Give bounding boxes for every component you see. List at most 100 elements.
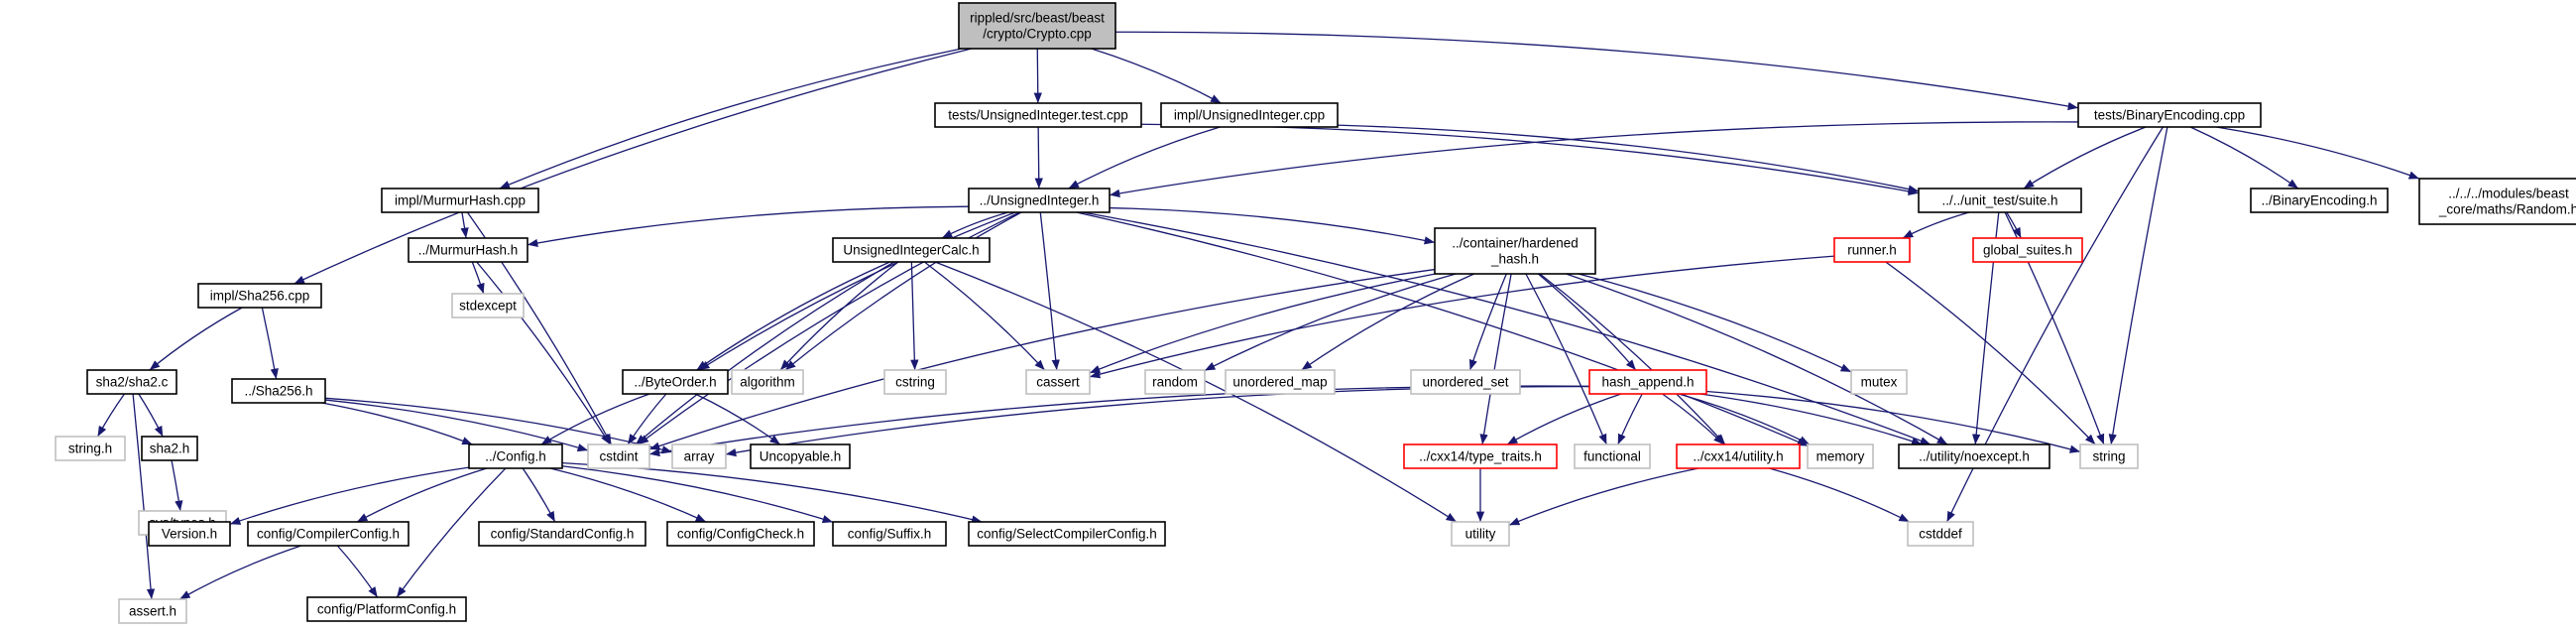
node-box	[731, 369, 804, 395]
node-label: ../BinaryEncoding.h	[2261, 193, 2377, 208]
node-label: cstring	[895, 375, 935, 390]
node-label: random	[1152, 375, 1198, 390]
node-box	[968, 521, 1166, 547]
dependency-edge-hardened_h-to-cassert	[1089, 273, 1436, 374]
dependency-edge-tests_binenc-to-random_h	[2216, 126, 2420, 180]
dependency-edge-runner_h-to-string	[1885, 261, 2096, 445]
node-mutex: mutex	[1850, 369, 1908, 395]
node-box	[1676, 443, 1801, 469]
node-uintcalc-h[interactable]: UnsignedIntegerCalc.h	[832, 237, 991, 263]
node-box	[451, 293, 525, 318]
dependency-edge-sha256_h-to-config_h	[321, 402, 473, 445]
dependency-edge-impl_uint-to-suite_h	[1337, 124, 1920, 193]
node-label: unordered_map	[1232, 375, 1327, 390]
node-label: ../cxx14/utility.h	[1693, 449, 1783, 464]
node-noexcept-h[interactable]: ../utility/noexcept.h	[1898, 443, 2050, 469]
node-box	[1907, 521, 1974, 547]
node-box	[2079, 443, 2139, 469]
node-cstdint: cstdint	[587, 443, 650, 469]
dependency-edge-hardened_h-to-cxx14_type_traits	[1479, 273, 1512, 445]
node-uncopyable-h[interactable]: Uncopyable.h	[750, 443, 851, 469]
node-byteorder-h[interactable]: ../ByteOrder.h	[622, 369, 729, 395]
node-crypto[interactable]: rippled/src/beast/beast/crypto/Crypto.cp…	[958, 2, 1116, 50]
node-cxx14-utility[interactable]: ../cxx14/utility.h	[1676, 443, 1801, 469]
node-configcheck-h[interactable]: config/ConfigCheck.h	[666, 521, 815, 547]
dependency-edge-byteorder_h-to-cstdint	[627, 393, 667, 445]
dependency-edge-crypto-to-impl_uint	[1091, 48, 1222, 104]
node-config-h[interactable]: ../Config.h	[468, 443, 563, 469]
node-standardconfig-h[interactable]: config/StandardConfig.h	[478, 521, 646, 547]
dependency-edge-uintcalc_h-to-algorithm	[779, 261, 899, 371]
node-murmur-h[interactable]: ../MurmurHash.h	[408, 237, 528, 263]
dependency-edge-crypto-to-impl_murmur	[499, 48, 963, 190]
node-random: random	[1144, 369, 1206, 395]
dependency-edge-uintcalc_h-to-utility	[934, 261, 1458, 523]
dependency-edge-uinteger_h-to-memory	[1076, 211, 1809, 447]
node-cxx14-type-traits[interactable]: ../cxx14/type_traits.h	[1403, 443, 1558, 469]
node-box	[1403, 443, 1558, 469]
dependency-edge-tests_binenc-to-suite_h	[2023, 126, 2147, 190]
node-label: config/ConfigCheck.h	[677, 527, 804, 542]
node-box	[141, 436, 198, 461]
node-box	[148, 521, 231, 547]
node-label: ../MurmurHash.h	[418, 243, 519, 258]
dependency-edge-crypto-to-tests_uint	[1033, 48, 1042, 104]
dependency-edge-uintcalc_h-to-cstdint	[635, 261, 895, 445]
node-label: cstdint	[599, 449, 638, 464]
node-runner-h[interactable]: runner.h	[1833, 237, 1911, 263]
node-box	[478, 521, 646, 547]
dependency-edge-tests_binenc-to-binenc_h	[2189, 126, 2299, 190]
node-hardened-h[interactable]: ../container/hardened_hash.h	[1434, 227, 1596, 275]
dependency-edge-config_h-to-configcheck_h	[549, 467, 707, 523]
dependency-edge-sha2_c-to-string_h	[96, 393, 126, 438]
node-label: hash_append.h	[1601, 375, 1694, 390]
node-label: config/PlatformConfig.h	[317, 602, 456, 617]
dependency-edge-hash_append_h-to-string	[1705, 390, 2081, 453]
node-string: string	[2079, 443, 2139, 469]
dependency-edge-byteorder_h-to-config_h	[540, 393, 650, 445]
node-label: cassert	[1036, 375, 1080, 390]
node-hash-append-h[interactable]: hash_append.h	[1588, 369, 1707, 395]
dependency-edge-hardened_h-to-cstdint	[648, 268, 1436, 450]
node-box	[750, 443, 851, 469]
node-binenc-h[interactable]: ../BinaryEncoding.h	[2250, 188, 2389, 213]
dependency-edge-murmur_h-to-stdexcept	[471, 261, 485, 295]
node-tests-binenc[interactable]: tests/BinaryEncoding.cpp	[2077, 102, 2262, 128]
dependency-edge-tests_binenc-to-uinteger_h	[1109, 121, 2079, 198]
node-version-h[interactable]: Version.h	[148, 521, 231, 547]
node-sha256-h[interactable]: ../Sha256.h	[231, 378, 326, 404]
node-random-h[interactable]: ../../../modules/beast_core/maths/Random…	[2418, 178, 2576, 225]
node-box	[247, 521, 410, 547]
node-label: array	[684, 449, 715, 464]
node-label: Uncopyable.h	[760, 449, 842, 464]
node-impl-murmur[interactable]: impl/MurmurHash.cpp	[381, 188, 539, 213]
node-label: Version.h	[162, 527, 217, 542]
node-impl-uint[interactable]: impl/UnsignedInteger.cpp	[1160, 102, 1339, 128]
dependency-edge-hash_append_h-to-cxx14_utility	[1662, 393, 1724, 445]
node-algorithm: algorithm	[731, 369, 804, 395]
node-uinteger-h[interactable]: ../UnsignedInteger.h	[968, 188, 1111, 213]
node-impl-sha256[interactable]: impl/Sha256.cpp	[197, 283, 322, 309]
dependency-edge-hardened_h-to-random	[1204, 273, 1457, 372]
node-sha2-c[interactable]: sha2/sha2.c	[86, 369, 177, 395]
dependency-edge-hardened_h-to-unordered_set	[1468, 273, 1507, 371]
node-suffix-h[interactable]: config/Suffix.h	[832, 521, 947, 547]
dependency-edge-tests_binenc-to-string	[2108, 126, 2168, 445]
node-label: rippled/src/beast/beast	[970, 11, 1105, 26]
node-unordered-set: unordered_set	[1410, 369, 1521, 395]
node-sha2-h[interactable]: sha2.h	[141, 436, 198, 461]
node-label: ../container/hardened	[1452, 236, 1579, 251]
node-selectcompilerconfig-h[interactable]: config/SelectCompilerConfig.h	[968, 521, 1166, 547]
node-box	[934, 102, 1142, 128]
node-box	[1972, 237, 2083, 263]
node-box	[1574, 443, 1651, 469]
node-box	[832, 237, 991, 263]
node-box	[306, 596, 467, 622]
node-compilerconfig-h[interactable]: config/CompilerConfig.h	[247, 521, 410, 547]
node-label: stdexcept	[459, 299, 517, 314]
dependency-nodes: rippled/src/beast/beast/crypto/Crypto.cp…	[55, 2, 2576, 624]
node-global-suites-h[interactable]: global_suites.h	[1972, 237, 2083, 263]
node-platformconfig-h[interactable]: config/PlatformConfig.h	[306, 596, 467, 622]
node-tests-uint[interactable]: tests/UnsignedInteger.test.cpp	[934, 102, 1142, 128]
node-suite-h[interactable]: ../../unit_test/suite.h	[1918, 188, 2082, 213]
